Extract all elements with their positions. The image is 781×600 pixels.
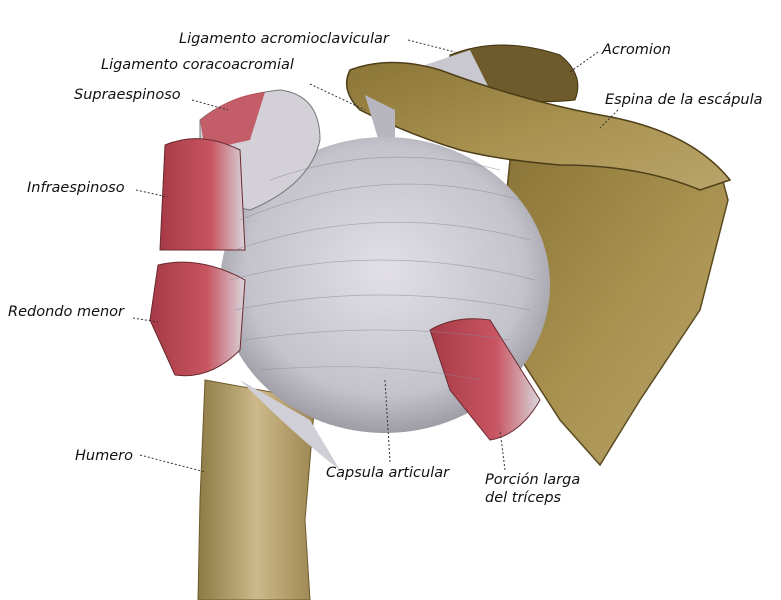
triceps-long-head xyxy=(429,318,541,441)
label-infraspinatus: Infraespinoso xyxy=(27,180,125,196)
label-articular-capsule: Capsula articular xyxy=(326,465,450,481)
label-acromion: Acromion xyxy=(602,42,671,58)
capsule-fibers xyxy=(229,156,536,381)
label-acromioclavicular-ligament: Ligamento acromioclavicular xyxy=(179,31,389,47)
label-supraspinatus: Supraespinoso xyxy=(74,87,181,103)
label-triceps-line2: del tríceps xyxy=(485,490,562,506)
label-triceps-line1: Porción larga xyxy=(485,472,581,488)
label-humerus: Humero xyxy=(75,448,133,464)
label-coracoacromial-ligament: Ligamento coracoacromial xyxy=(101,57,294,73)
scapula-spine xyxy=(345,61,732,191)
label-teres-minor: Redondo menor xyxy=(8,304,125,320)
teres-minor-muscle xyxy=(149,261,246,377)
leader-lines xyxy=(132,39,619,473)
coracoacromial-ligament xyxy=(365,95,395,150)
infraspinatus-muscle xyxy=(159,138,246,251)
label-scapular-spine: Espina de la escápula xyxy=(605,92,763,108)
